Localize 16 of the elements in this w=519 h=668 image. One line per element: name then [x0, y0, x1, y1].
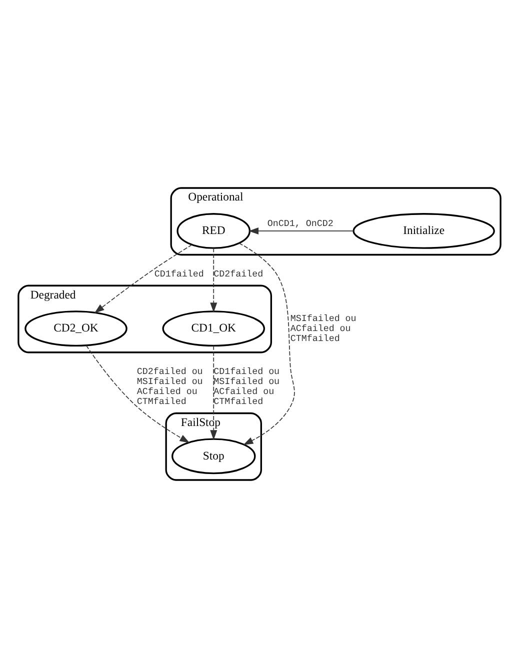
- edge-label: MSIfailed ou ACfailed ou CTMfailed: [290, 312, 356, 344]
- arrow: [248, 227, 354, 234]
- edge-label: OnCD1, OnCD2: [267, 218, 334, 229]
- node-ellipse: Initialize: [352, 213, 495, 249]
- arrow: [86, 345, 190, 443]
- arrow: [238, 242, 295, 445]
- arrow: [210, 345, 218, 440]
- edge-label: CD1failed ou MSIfailed ou ACfailed ou CTMfailed: [214, 366, 280, 407]
- edge-label: CD1failed: [154, 268, 204, 280]
- node-ellipse: RED: [176, 213, 251, 249]
- arrow: [210, 248, 218, 313]
- node-ellipse: CD1_OK: [162, 310, 266, 347]
- arrow: [94, 244, 192, 314]
- node-ellipse: CD2_OK: [24, 310, 128, 347]
- edge-label: CD2failed: [214, 268, 264, 280]
- edge-label: CD2failed ou MSIfailed ou ACfailed ou CTMfailed: [136, 366, 203, 407]
